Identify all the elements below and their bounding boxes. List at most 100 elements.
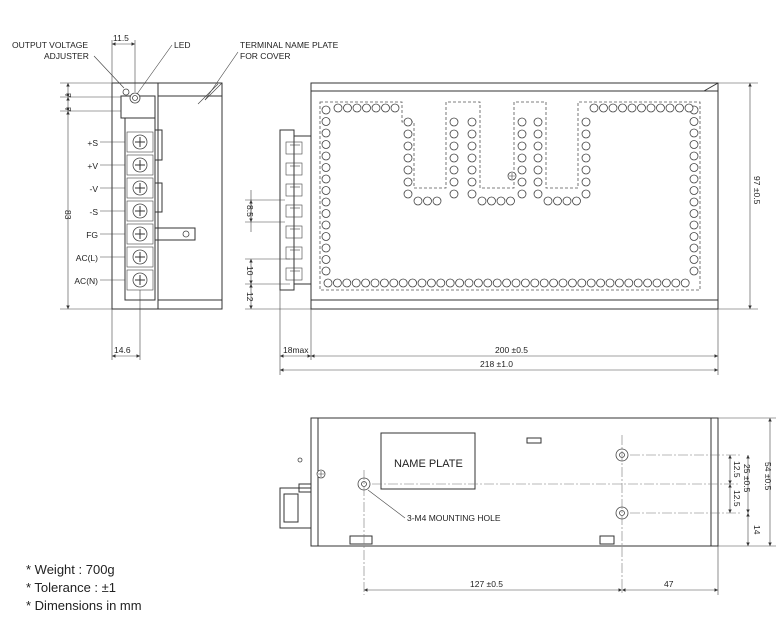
vent-hole xyxy=(467,117,477,127)
vent-hole xyxy=(321,151,331,161)
vent-hole xyxy=(689,243,699,253)
terminal-screws xyxy=(126,131,154,291)
vent-hole xyxy=(506,196,515,206)
vent-hole xyxy=(362,103,371,113)
vent-hole xyxy=(581,189,591,199)
vent-hole xyxy=(467,153,477,163)
dim-127: 127 ±0.5 xyxy=(470,579,503,589)
vent-hole xyxy=(581,117,591,127)
vent-hole xyxy=(581,177,591,187)
vent-hole xyxy=(403,141,413,151)
vent-hole xyxy=(323,278,333,288)
vent-hole xyxy=(370,278,380,288)
vent-hole xyxy=(432,196,442,206)
vent-hole xyxy=(533,117,543,127)
vent-hole xyxy=(689,255,699,264)
vent-hole xyxy=(492,278,502,288)
terminal-label: +V xyxy=(87,161,98,171)
terminal-label: AC(L) xyxy=(76,253,98,263)
vent-hole xyxy=(568,278,577,288)
vent-hole xyxy=(689,117,699,126)
vent-hole xyxy=(321,243,331,253)
vent-hole xyxy=(562,196,572,206)
vent-hole xyxy=(627,103,637,113)
vent-hole xyxy=(511,278,521,288)
dim-200: 200 ±0.5 xyxy=(495,345,528,355)
vent-hole xyxy=(577,278,587,288)
vent-hole xyxy=(643,278,652,288)
vent-hole xyxy=(321,255,331,264)
terminal-label: FG xyxy=(86,230,98,240)
dim-7-b: 7 xyxy=(63,107,73,112)
vent-hole xyxy=(464,278,474,288)
vent-hole xyxy=(467,129,477,139)
vent-hole xyxy=(321,197,331,207)
vent-hole xyxy=(671,278,681,288)
vent-hole xyxy=(581,129,591,139)
vent-hole xyxy=(455,278,465,288)
vent-hole xyxy=(517,129,527,139)
vent-hole xyxy=(572,196,581,206)
vent-hole xyxy=(533,129,543,139)
vent-hole xyxy=(533,153,543,163)
vent-hole xyxy=(321,140,331,149)
note-weight: * Weight : 700g xyxy=(26,562,115,577)
vent-hole xyxy=(624,278,634,288)
vent-hole xyxy=(403,189,413,199)
dim-10: 10 xyxy=(245,266,255,276)
vent-hole xyxy=(352,103,362,113)
vent-hole xyxy=(361,278,371,288)
vent-hole xyxy=(477,196,487,206)
dim-14-6: 14.6 xyxy=(114,345,131,355)
vent-hole xyxy=(371,103,381,113)
vent-hole xyxy=(586,278,596,288)
vent-hole xyxy=(333,103,343,113)
dim-47: 47 xyxy=(664,579,674,589)
note-tolerance: * Tolerance : ±1 xyxy=(26,580,116,595)
voltage-adjuster xyxy=(122,88,130,96)
vent-hole xyxy=(539,278,549,288)
vent-hole xyxy=(689,163,699,172)
vent-hole xyxy=(589,103,599,113)
vent-hole xyxy=(689,151,699,161)
vent-holes xyxy=(321,103,699,288)
vent-hole xyxy=(689,140,699,149)
vent-hole xyxy=(689,186,699,195)
vent-hole xyxy=(581,165,591,175)
vent-hole xyxy=(449,165,459,175)
vent-hole xyxy=(389,278,399,288)
vent-hole xyxy=(483,278,493,288)
vent-hole xyxy=(445,278,455,288)
vent-hole xyxy=(502,278,512,288)
vent-hole xyxy=(321,220,331,230)
vent-hole xyxy=(549,278,558,288)
vent-hole xyxy=(689,266,699,276)
vent-hole xyxy=(403,153,413,163)
vent-hole xyxy=(332,278,342,288)
led-label: LED xyxy=(174,40,191,50)
vent-hole xyxy=(467,189,477,199)
vent-hole xyxy=(517,177,527,187)
vent-hole xyxy=(417,278,427,288)
vent-hole xyxy=(342,278,352,288)
dim-83: 83 xyxy=(63,210,73,220)
vent-hole xyxy=(449,141,459,151)
vent-hole xyxy=(321,186,331,195)
vent-hole xyxy=(517,153,527,163)
vent-hole xyxy=(449,153,459,163)
terminal-labels: +S +V -V -S FG AC(L) AC(N) xyxy=(74,138,98,286)
terminal-plate-label-2: FOR COVER xyxy=(240,51,291,61)
vent-hole xyxy=(615,278,624,288)
vent-hole xyxy=(517,189,527,199)
vent-hole xyxy=(467,177,477,187)
vent-hole xyxy=(449,189,459,199)
vent-hole xyxy=(689,197,699,207)
name-plate xyxy=(380,432,476,490)
vent-hole xyxy=(321,232,331,241)
vent-hole xyxy=(684,103,694,113)
vent-hole xyxy=(633,278,643,288)
vent-hole xyxy=(637,103,646,113)
vent-hole xyxy=(599,103,608,113)
vent-hole xyxy=(558,278,568,288)
